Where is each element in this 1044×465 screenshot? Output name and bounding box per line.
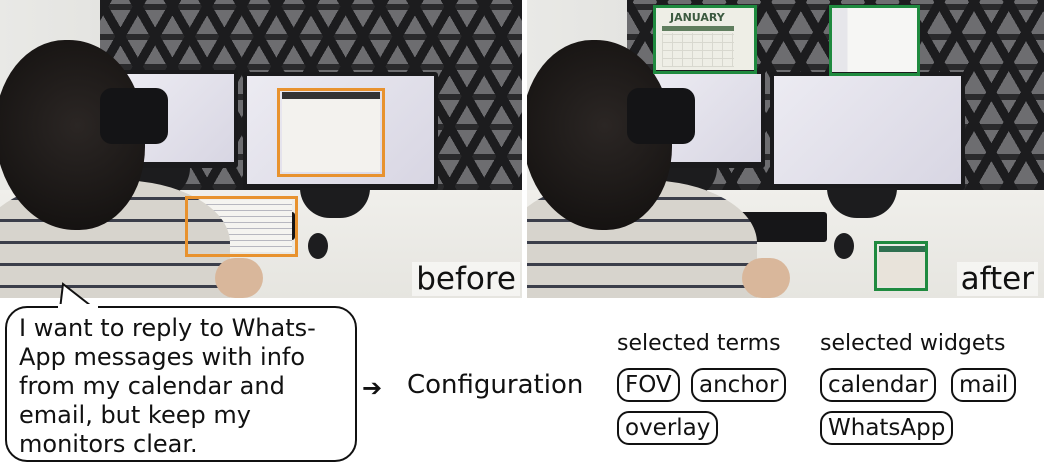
calendar-highlight: [653, 5, 757, 74]
term-chip-overlay: overlay: [617, 411, 719, 445]
selected-terms-heading: selected terms: [617, 331, 781, 356]
right-arrow-icon: ➔: [362, 374, 383, 402]
before-monitor-highlight: [277, 88, 385, 177]
after-photo: JANUARY after: [527, 0, 1044, 298]
virtual-browser-window: [282, 92, 380, 172]
calendar-widget: JANUARY: [656, 8, 754, 70]
widget-chip-mail: mail: [951, 368, 1017, 402]
mail-widget: [832, 8, 918, 72]
before-photo: before: [0, 0, 522, 298]
whatsapp-widget: [879, 246, 925, 286]
whatsapp-highlight: [874, 241, 928, 291]
vr-headset: [627, 88, 695, 144]
term-chip-fov: FOV: [617, 368, 680, 402]
mail-highlight: [829, 5, 920, 76]
selected-widgets-heading: selected widgets: [820, 331, 1006, 356]
mouse: [834, 233, 854, 259]
widget-chip-whatsapp: WhatsApp: [820, 411, 954, 445]
main-monitor: [770, 72, 965, 190]
term-chip-anchor: anchor: [691, 368, 787, 402]
configuration-title: Configuration: [407, 370, 584, 400]
speech-bubble-tail: [59, 282, 96, 310]
widget-chip-calendar: calendar: [820, 368, 937, 402]
before-label: before: [412, 262, 520, 296]
vr-headset: [100, 88, 168, 144]
after-label: after: [956, 262, 1038, 296]
before-keyboard-highlight: [185, 196, 298, 257]
user-prompt-bubble: I want to reply to Whats-App messages wi…: [5, 306, 357, 462]
mouse: [308, 233, 328, 259]
